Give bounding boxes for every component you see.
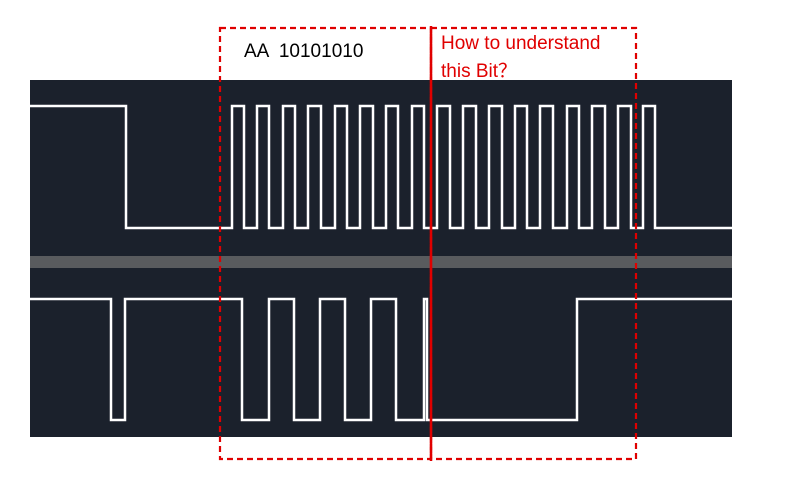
label-background [222,28,632,80]
question-label-line-2: this Bit？ [441,61,517,82]
channel-2-data-waveform [30,297,732,422]
question-label-line-1: How to understand [441,33,601,54]
channel-1-clock-waveform [30,104,732,230]
byte-dashed-box [218,26,433,461]
bit-dashed-box [429,26,638,461]
byte-label: AA 10101010 [244,41,363,62]
channel-separator [30,256,732,268]
